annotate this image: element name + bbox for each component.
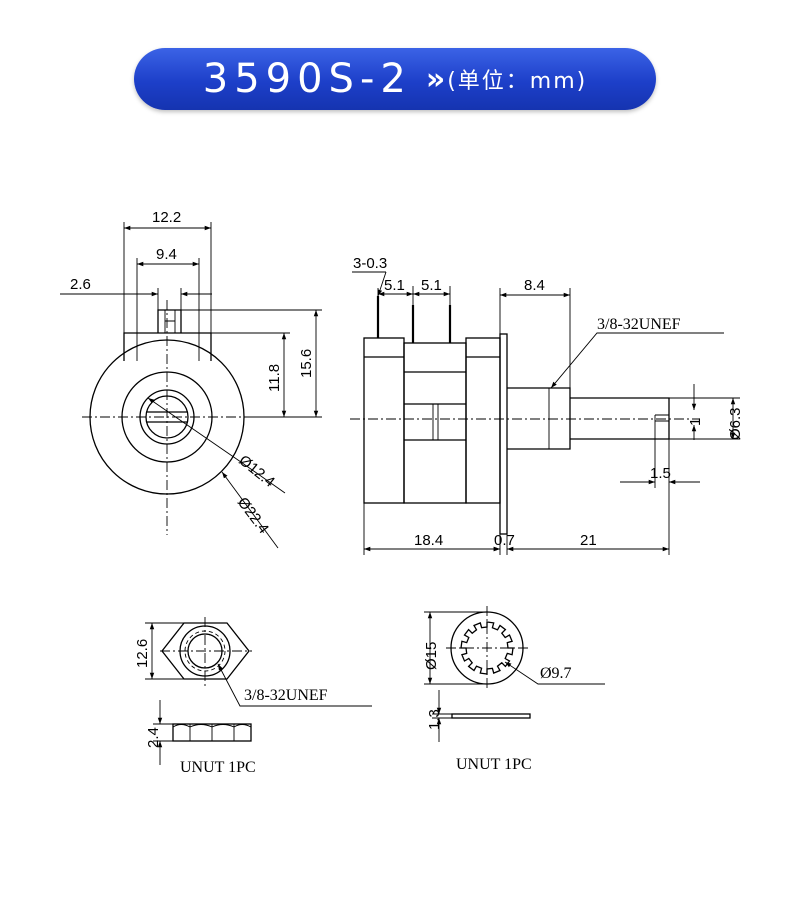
washer-view: Ø15 Ø9.7 1.3 UNUT 1PC bbox=[423, 606, 605, 773]
nut-thickness: 2.4 bbox=[145, 727, 162, 748]
leader-washer-id bbox=[504, 661, 605, 685]
dim-shaft-length: 21 bbox=[580, 532, 597, 549]
shaft bbox=[570, 397, 670, 440]
dim-height-large: 15.6 bbox=[298, 349, 315, 378]
dim-pins: 3-0.3 bbox=[353, 255, 387, 272]
dim-body-length: 18.4 bbox=[414, 532, 443, 549]
nut-view: 12.6 3/8-32UNEF 2.4 UNUT 1PC bbox=[134, 617, 372, 776]
ext-line bbox=[432, 713, 452, 719]
washer-note: UNUT 1PC bbox=[456, 756, 532, 773]
terminal-block bbox=[123, 332, 212, 361]
ext-line bbox=[654, 421, 670, 555]
mounting-plate bbox=[499, 333, 508, 535]
ext-line bbox=[153, 723, 173, 742]
terminal-slot bbox=[164, 310, 176, 333]
dim-height-small: 11.8 bbox=[266, 364, 283, 392]
ext-line bbox=[424, 611, 487, 685]
body-middle-section bbox=[403, 342, 467, 504]
body-left-section bbox=[363, 337, 405, 504]
dim-slot: 2.6 bbox=[70, 276, 91, 293]
front-view: 12.2 9.4 2.6 11.8 15.6 Ø12.4 Ø22.4 bbox=[60, 209, 322, 549]
washer-center-lines bbox=[446, 606, 530, 690]
side-view: 3-0.3 5.1 5.1 8.4 3/8-32UNEF Ø6.3 1 1.5 … bbox=[350, 255, 744, 555]
nut-side-chamfers bbox=[172, 724, 252, 728]
leader-thread bbox=[550, 332, 724, 389]
model-title: 3590S-2 bbox=[202, 56, 412, 102]
title-banner: 3590S-2 » (单位：mm) bbox=[134, 48, 656, 110]
dim-spacing-1: 5.1 bbox=[384, 277, 405, 294]
ext-line bbox=[669, 397, 740, 440]
leader-dia-inner bbox=[147, 397, 286, 494]
nut-center-lines bbox=[160, 617, 252, 688]
dim-spacing-2: 5.1 bbox=[421, 277, 442, 294]
unit-label: (单位：mm) bbox=[447, 69, 588, 94]
dim-shaft-end: 1.5 bbox=[650, 465, 671, 482]
ext-line bbox=[123, 222, 212, 333]
double-chevron-icon: » bbox=[425, 61, 446, 97]
nut-width: 12.6 bbox=[134, 639, 151, 668]
threaded-bushing bbox=[507, 387, 571, 450]
terminal-pins bbox=[376, 296, 452, 343]
dim-thread-length: 8.4 bbox=[524, 277, 545, 294]
leader-nut-thread bbox=[217, 663, 372, 707]
ext-line bbox=[136, 258, 200, 361]
dia-outer: Ø22.4 bbox=[234, 494, 272, 537]
ext-line bbox=[499, 288, 571, 388]
dim-gap: 0.7 bbox=[494, 532, 515, 549]
dia-inner: Ø12.4 bbox=[235, 452, 277, 491]
washer-id: Ø9.7 bbox=[540, 665, 572, 682]
body-section-lines bbox=[364, 356, 500, 441]
leader-dia-outer bbox=[221, 471, 279, 549]
terminal-tab bbox=[157, 309, 182, 333]
nut-note: UNUT 1PC bbox=[180, 759, 256, 776]
body-right-section bbox=[465, 337, 501, 504]
dim-inner: 9.4 bbox=[156, 246, 177, 263]
ext-line bbox=[363, 503, 508, 555]
shaft-dia: Ø6.3 bbox=[727, 407, 744, 440]
ext-line bbox=[157, 288, 182, 310]
thread-spec: 3/8-32UNEF bbox=[597, 316, 681, 333]
nut-thread-spec: 3/8-32UNEF bbox=[244, 687, 328, 704]
dim-width: 12.2 bbox=[152, 209, 181, 226]
washer-thickness: 1.3 bbox=[426, 709, 443, 730]
washer-od: Ø15 bbox=[423, 642, 440, 670]
shaft-slot bbox=[654, 414, 669, 422]
washer-side-outline bbox=[451, 713, 531, 719]
ext-line bbox=[181, 309, 322, 418]
body-slot bbox=[432, 404, 439, 440]
dim-flat: 1 bbox=[687, 418, 704, 426]
